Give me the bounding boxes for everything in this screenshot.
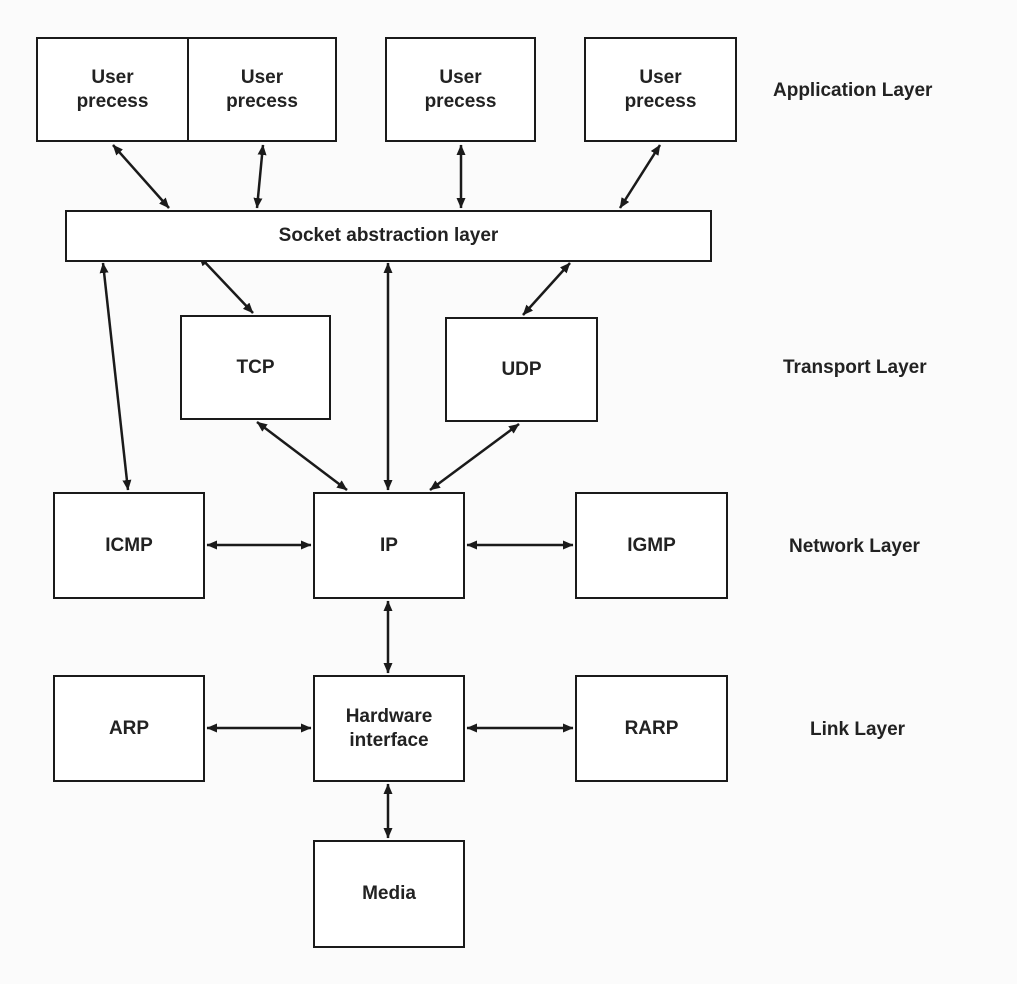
ip-box: IP bbox=[313, 492, 465, 599]
arrow-user-process-4-to-socket-layer bbox=[618, 144, 662, 209]
rarp-label: RARP bbox=[624, 717, 679, 739]
user-process-label-3: User precess bbox=[424, 66, 497, 112]
hardware-interface-label: Hardware interface bbox=[345, 705, 433, 751]
icmp-label: ICMP bbox=[105, 534, 153, 556]
user-process-label-1: User precess bbox=[76, 66, 149, 112]
user-process-box-3: User precess bbox=[385, 37, 536, 142]
rarp-box: RARP bbox=[575, 675, 728, 782]
tcp-box: TCP bbox=[180, 315, 331, 420]
socket-abstraction-layer-box: Socket abstraction layer bbox=[65, 210, 712, 262]
icmp-box: ICMP bbox=[53, 492, 205, 599]
arrow-socket-layer-to-udp bbox=[522, 262, 571, 316]
transport-layer-label: Transport Layer bbox=[783, 357, 927, 378]
arp-label: ARP bbox=[108, 717, 150, 739]
arrow-user-process-1-to-socket-layer bbox=[112, 144, 170, 209]
ip-label: IP bbox=[380, 534, 398, 556]
user-process-box-2: User precess bbox=[187, 37, 337, 142]
user-process-label-2: User precess bbox=[226, 66, 298, 112]
user-process-label-4: User precess bbox=[624, 66, 697, 112]
arrow-udp-to-ip bbox=[429, 422, 520, 492]
link-layer-label: Link Layer bbox=[810, 719, 906, 740]
udp-label: UDP bbox=[501, 358, 542, 380]
arrow-socket-layer-to-tcp bbox=[198, 255, 254, 314]
arrow-tcp-to-ip bbox=[256, 421, 348, 491]
igmp-box: IGMP bbox=[575, 492, 728, 599]
network-layer-label: Network Layer bbox=[789, 536, 920, 557]
socket-abstraction-layer-label: Socket abstraction layer bbox=[278, 225, 499, 246]
media-box: Media bbox=[313, 840, 465, 948]
arrow-user-process-2-to-socket-layer bbox=[253, 144, 267, 209]
application-layer-label: Application Layer bbox=[773, 80, 933, 101]
media-label: Media bbox=[362, 883, 416, 904]
arrow-socket-layer-to-icmp bbox=[99, 262, 132, 491]
tcp-label: TCP bbox=[236, 356, 275, 378]
hardware-interface-box: Hardware interface bbox=[313, 675, 465, 782]
user-process-box-1: User precess bbox=[36, 37, 189, 142]
igmp-label: IGMP bbox=[627, 534, 676, 556]
arp-box: ARP bbox=[53, 675, 205, 782]
user-process-box-4: User precess bbox=[584, 37, 737, 142]
udp-box: UDP bbox=[445, 317, 598, 422]
